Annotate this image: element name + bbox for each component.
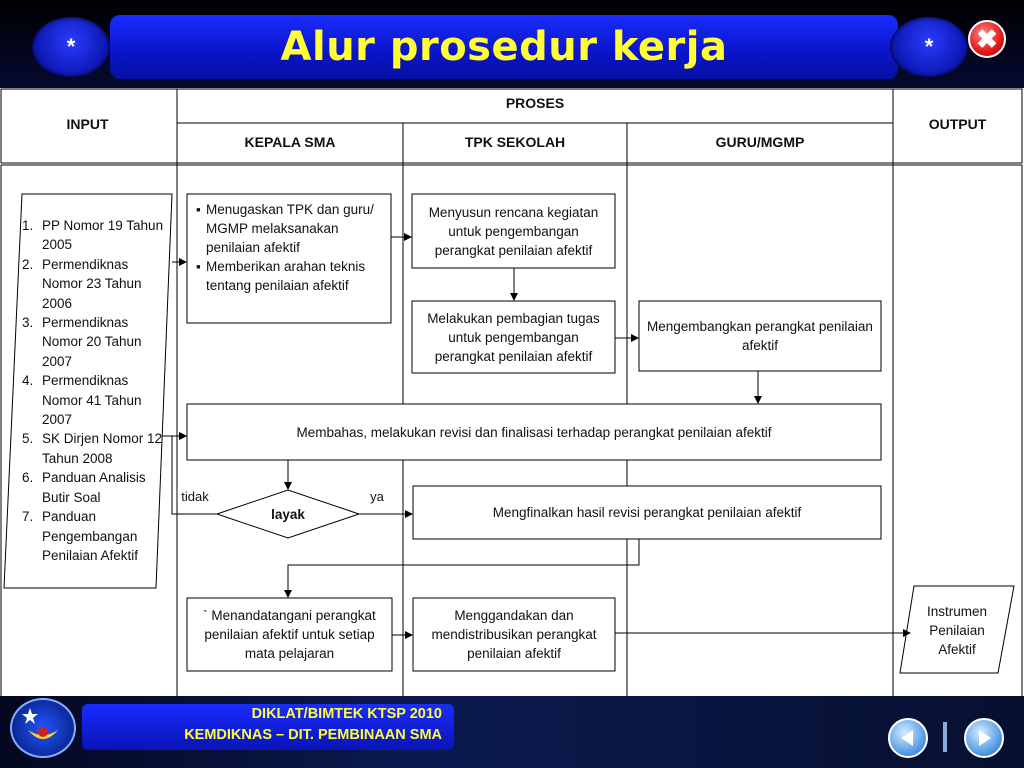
- kepala-tugas-box: [186, 193, 392, 324]
- next-slide-button[interactable]: [964, 718, 1004, 758]
- input-list: 1.PP Nomor 19 Tahun 2005 2.Permendiknas …: [22, 216, 172, 565]
- close-button[interactable]: ✖: [968, 20, 1006, 58]
- kepala-tugas-text: ▪Menugaskan TPK dan guru/ MGMP melaksana…: [196, 202, 374, 293]
- gandakan-text: Menggandakan dan mendistribusikan perang…: [431, 608, 597, 661]
- slide-footer: DIKLAT/BIMTEK KTSP 2010 KEMDIKNAS – DIT.…: [0, 696, 1024, 768]
- bahas-text: Membahas, melakukan revisi dan finalisas…: [296, 424, 772, 440]
- flowchart-area: INPUT PROSES KEPALA SMA TPK SEKOLAH GURU…: [0, 88, 1024, 696]
- tandatangan-text: ` Menandatangani perangkat penilaian afe…: [203, 608, 376, 661]
- decision-text: layak: [271, 506, 305, 522]
- nav-separator: [943, 722, 947, 752]
- gandakan-box: [412, 597, 616, 672]
- slide-header: * Alur prosedur kerja * ✖: [0, 0, 1024, 88]
- asterisk-icon: *: [924, 34, 934, 59]
- col-tpk-header: TPK SEKOLAH: [464, 134, 566, 150]
- tandatangan-box: [186, 597, 393, 672]
- arrow-right-icon: [979, 730, 991, 746]
- col-input-header: INPUT: [66, 116, 109, 132]
- no-label: tidak: [181, 489, 209, 504]
- input-item: 7.Panduan Pengembangan Penilaian Afektif: [22, 509, 139, 563]
- guru-kembang-text: Mengembangkan perangkat penilaian afekti…: [647, 319, 873, 353]
- right-orb-icon: *: [890, 17, 968, 77]
- input-item: 2.Permendiknas Nomor 23 Tahun 2006: [22, 256, 142, 311]
- footer-line-2: KEMDIKNAS – DIT. PEMBINAAN SMA: [184, 727, 442, 743]
- bahas-box: [186, 403, 882, 461]
- input-item: 1.PP Nomor 19 Tahun 2005: [22, 218, 164, 253]
- tpk-bagi-text: Melakukan pembagian tugas untuk pengemba…: [427, 310, 600, 364]
- arrow-left-icon: [901, 730, 913, 746]
- tpk-bagi-box: [411, 300, 616, 374]
- input-shape: [3, 193, 173, 589]
- page-title: Alur prosedur kerja: [280, 24, 728, 70]
- footer-credit: DIKLAT/BIMTEK KTSP 2010 KEMDIKNAS – DIT.…: [82, 704, 454, 750]
- input-item: 5.SK Dirjen Nomor 12 Tahun 2008: [22, 431, 163, 466]
- left-orb-icon: *: [32, 17, 110, 77]
- flowchart-lines: [0, 88, 1023, 696]
- input-item: 4.Permendiknas Nomor 41 Tahun 2007: [22, 373, 142, 428]
- finalkan-box: [412, 485, 882, 540]
- tpk-rencana-box: [411, 193, 616, 269]
- asterisk-icon: *: [66, 34, 76, 59]
- kemdiknas-logo-icon: [10, 698, 76, 758]
- input-item: 6.Panduan Analisis Butir Soal: [22, 470, 146, 505]
- col-output-header: OUTPUT: [928, 116, 987, 132]
- prev-slide-button[interactable]: [888, 718, 928, 758]
- col-kepala-header: KEPALA SMA: [244, 134, 336, 150]
- close-icon: ✖: [976, 24, 998, 54]
- col-guru-header: GURU/MGMP: [715, 134, 805, 150]
- guru-kembang-box: [638, 300, 882, 372]
- input-item: 3.Permendiknas Nomor 20 Tahun 2007: [22, 315, 142, 369]
- output-text: Instrumen Penilaian Afektif: [926, 603, 988, 657]
- header-table-frame: [0, 88, 1023, 164]
- col-proses-header: PROSES: [505, 95, 565, 111]
- tpk-rencana-text: Menyusun rencana kegiatan untuk pengemba…: [428, 204, 599, 258]
- footer-line-1: DIKLAT/BIMTEK KTSP 2010: [251, 706, 442, 722]
- output-shape: [899, 585, 1015, 674]
- finalkan-text: Mengfinalkan hasil revisi perangkat peni…: [492, 505, 802, 520]
- title-bar: Alur prosedur kerja: [110, 15, 898, 79]
- yes-label: ya: [370, 489, 384, 504]
